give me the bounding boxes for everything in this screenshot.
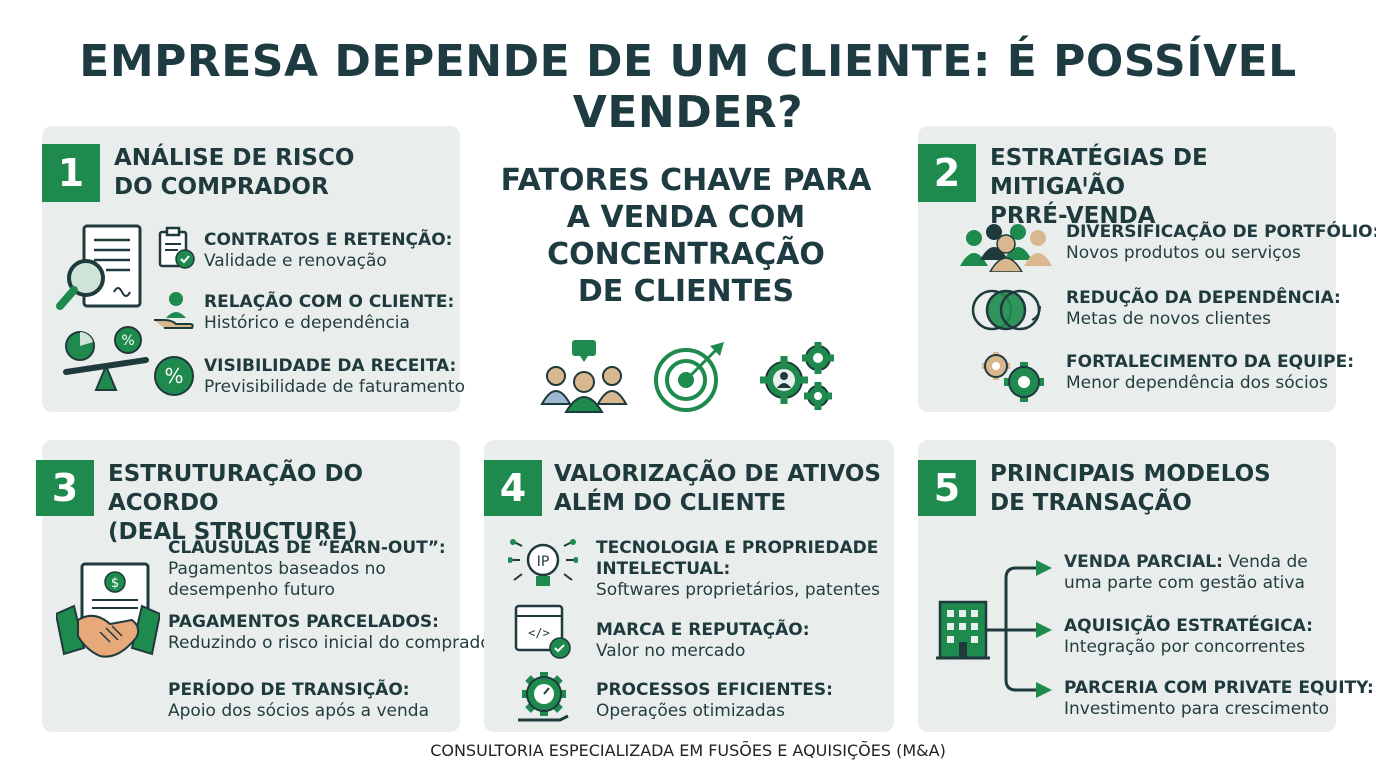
item-title-line: VENDA PARCIAL: Venda de [1064,552,1308,573]
item-desc: Menor dependência dos sócios [1066,373,1328,393]
item-title: PROCESSOS EFICIENTES: [596,680,833,700]
item-dependency-reduction: REDUÇÃO DA DEPENDÊNCIA: Metas de novos c… [1066,288,1341,330]
item-revenue-visibility: VISIBILIDADE DA RECEITA: Previsibilidade… [204,356,465,398]
item-partial-sale: VENDA PARCIAL: Venda de uma parte com ge… [1064,552,1308,594]
item-title: AQUISIÇÃO ESTRATÉGICA: [1064,616,1313,636]
item-private-equity: PARCERIA COM PRIVATE EQUITY: Investiment… [1064,678,1374,720]
section-number: 2 [918,144,976,202]
card-transaction-models: 5 PRINCIPAIS MODELOS DE TRANSAÇÃO VENDA … [918,440,1374,732]
section-title: VALORIZAÇÃO DE ATIVOS ALÉM DO CLIENTE [554,461,881,516]
item-contracts: CONTRATOS E RETENÇÃO: Validade e renovaç… [204,230,452,272]
card-buyer-risk: 1 ANÁLISE DE RISCO DO COMPRADOR % CONTRA… [42,126,465,412]
item-desc: Novos produtos ou serviços [1066,243,1301,263]
item-title: REDUÇÃO DA DEPENDÊNCIA: [1066,288,1341,308]
item-desc: Integração por concorrentes [1064,637,1306,657]
svg-text:%: % [121,333,134,349]
building-branch-icon [936,560,1052,698]
contract-handshake-icon: $ [56,562,160,658]
card-asset-valuation: 4 VALORIZAÇÃO DE ATIVOS ALÉM DO CLIENTE … [484,440,894,732]
circles-icon [971,289,1041,331]
item-installments: PAGAMENTOS PARCELADOS: Reduzindo o risco… [168,612,498,654]
item-desc: Histórico e dependência [204,313,410,333]
item-team-strengthening: FORTALECIMENTO DA EQUIPE: Menor dependên… [1066,352,1354,394]
center-title: FATORES CHAVE PARA A VENDA COM CONCENTRA… [500,163,872,309]
ip-bulb-icon: IP [508,539,578,586]
item-title: FORTALECIMENTO DA EQUIPE: [1066,352,1355,372]
percent-icon: % [154,356,194,396]
item-desc-inline: Venda de [1222,552,1308,572]
item-brand: MARCA E REPUTAÇÃO: Valor no mercado [596,620,810,662]
item-earn-out: CLÁUSULAS DE “EARN-OUT”: Pagamentos base… [168,538,446,601]
card-deal-structure: 3 ESTRUTURAÇÃO DO ACORDO (DEAL STRUCTURE… [36,440,498,732]
section-title: PRINCIPAIS MODELOS DE TRANSAÇÃO [990,461,1271,516]
item-title: PAGAMENTOS PARCELADOS: [168,612,439,632]
hand-person-icon [154,292,194,329]
item-portfolio: DIVERSIFICAÇÃO DE PORTFÓLIO: Novos produ… [1066,222,1376,264]
item-desc: Softwares proprietários, patentes [596,580,880,600]
section-number: 4 [484,460,542,516]
ip-label: IP [537,554,550,570]
document-magnifier-icon [56,224,142,310]
item-transition: PERÍODO DE TRANSIÇÃO: Apoio dos sócios a… [168,680,429,722]
page-title: EMPRESA DEPENDE DE UM CLIENTE: É POSSÍVE… [79,36,1297,138]
item-desc: uma parte com gestão ativa [1064,573,1305,593]
item-technology: TECNOLOGIA E PROPRIEDADE INTELECTUAL: So… [596,538,880,601]
item-title: RELAÇÃO COM O CLIENTE: [204,292,455,312]
code-label: </> [528,626,550,640]
item-title: MARCA E REPUTAÇÃO: [596,620,810,640]
clipboard-check-icon [158,226,195,269]
item-title: PERÍODO DE TRANSIÇÃO: [168,680,410,700]
section-number: 5 [918,460,976,516]
item-title: PARCERIA COM PRIVATE EQUITY: [1064,678,1374,698]
team-chat-icon [540,340,628,413]
svg-text:%: % [164,364,183,388]
item-desc: Apoio dos sócios após a venda [168,701,429,721]
section-title: ESTRUTURAÇÃO DO ACORDO (DEAL STRUCTURE) [108,461,364,545]
item-desc: Pagamentos baseados no desempenho futuro [168,559,386,600]
gears-icon [982,352,1044,402]
item-desc: Valor no mercado [596,641,746,661]
item-title: DIVERSIFICAÇÃO DE PORTFÓLIO: [1066,222,1376,242]
item-desc: Reduzindo o risco inicial do comprador [168,633,498,653]
footer-caption: CONSULTORIA ESPECIALIZADA EM FUSÕES E AQ… [430,741,946,760]
section-number: 3 [36,460,94,516]
card-mitigation: 2 ESTRATÉGIAS DE MITIGAᴵÃO PRRÉ-VENDA DI… [918,126,1376,412]
item-title: CONTRATOS E RETENÇÃO: [204,230,453,250]
item-title: TECNOLOGIA E PROPRIEDADE INTELECTUAL: [596,538,879,579]
gear-gauge-icon [518,672,569,722]
item-processes: PROCESSOS EFICIENTES: Operações otimizad… [596,680,833,722]
item-desc: Metas de novos clientes [1066,309,1272,329]
item-strategic-acquisition: AQUISIÇÃO ESTRATÉGICA: Integração por co… [1064,616,1313,658]
item-title: CLÁUSULAS DE “EARN-OUT”: [168,538,446,558]
item-desc: Operações otimizadas [596,701,785,721]
item-desc: Investimento para crescimento [1064,699,1330,719]
section-title: ANÁLISE DE RISCO DO COMPRADOR [114,145,355,200]
section-number: 1 [42,144,100,202]
section-title: ESTRATÉGIAS DE MITIGAᴵÃO PRRÉ-VENDA [990,145,1208,229]
item-title: VENDA PARCIAL: [1064,552,1223,572]
item-title: VISIBILIDADE DA RECEITA: [204,356,457,376]
people-group-icon [960,224,1052,272]
target-arrow-icon [654,342,724,412]
svg-text:$: $ [111,576,119,591]
code-window-icon: </> [514,604,571,659]
gears-person-icon [760,342,834,410]
item-desc: Validade e renovação [204,251,387,271]
item-client-relation: RELAÇÃO COM O CLIENTE: Histórico e depen… [204,292,454,334]
balance-scale-icon: % [63,326,149,391]
item-desc: Previsibilidade de faturamento [204,377,465,397]
